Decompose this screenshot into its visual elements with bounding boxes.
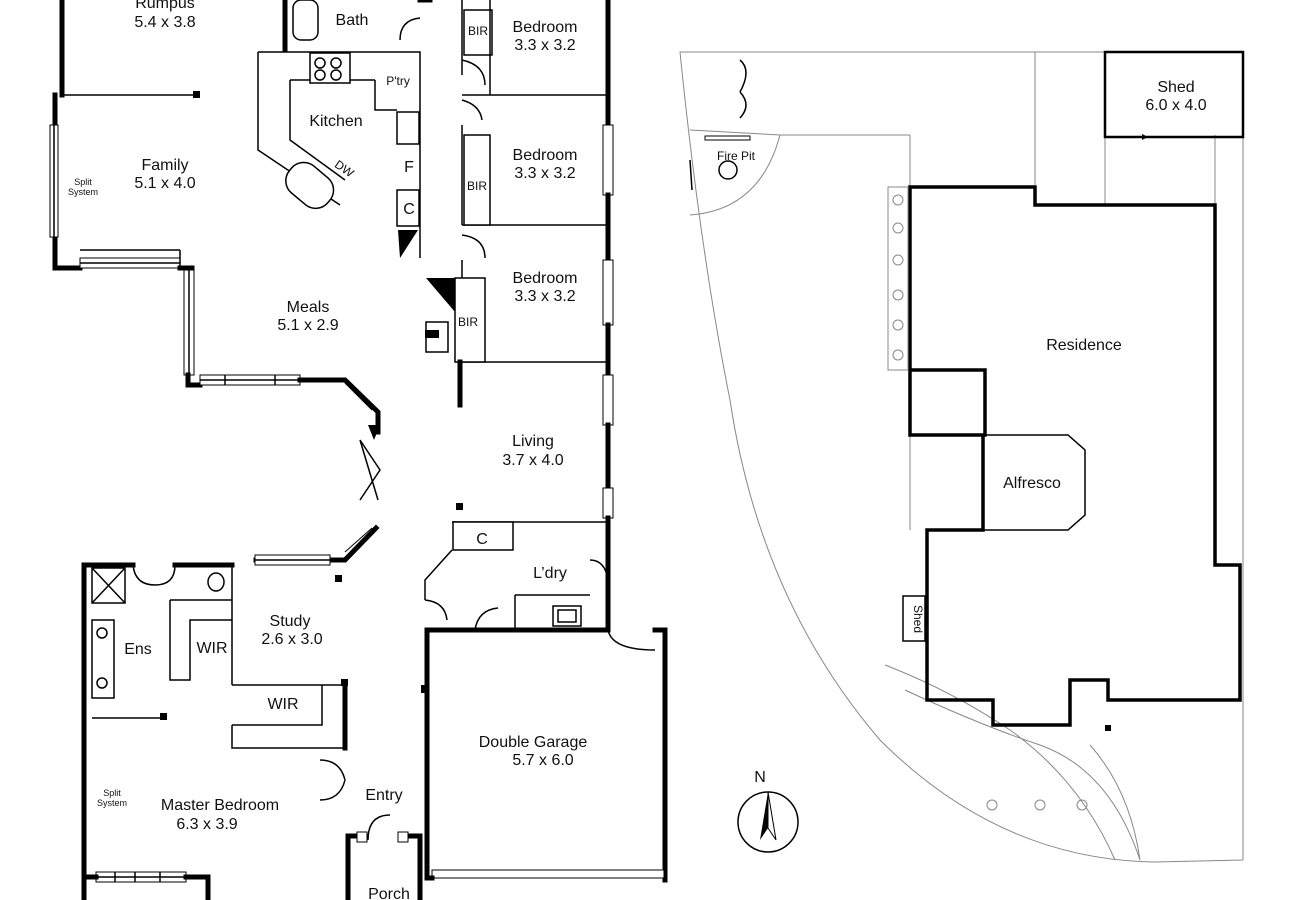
- shed-large-size: 6.0 x 4.0: [1145, 97, 1206, 114]
- bedroom-wing-walls: [425, 0, 614, 633]
- cupboard-1-label: C: [403, 201, 415, 218]
- living-size: 3.7 x 4.0: [502, 452, 563, 469]
- entry-label: Entry: [365, 787, 402, 804]
- meals-label: Meals: [287, 299, 330, 316]
- bedroom-3-label: Bedroom: [513, 270, 578, 287]
- shed-large-label: Shed: [1157, 79, 1194, 96]
- family-label: Family: [141, 157, 188, 174]
- living-laundry-walls: [424, 521, 609, 631]
- kitchen-label: Kitchen: [309, 113, 362, 130]
- master-suite-walls: [81, 562, 348, 900]
- rumpus-size: 5.4 x 3.8: [134, 14, 195, 31]
- residence-label: Residence: [1046, 337, 1122, 354]
- porch-label: Porch: [368, 886, 410, 900]
- meals-size: 5.1 x 2.9: [277, 317, 338, 334]
- garage-label: Double Garage: [479, 734, 588, 751]
- family-west-wall: [49, 0, 200, 271]
- floor-plan: Rumpus 5.4 x 3.8 Bath Bedroom 3.3 x 3.2 …: [49, 0, 668, 900]
- north-label: N: [754, 769, 766, 786]
- bedroom-1-size: 3.3 x 3.2: [514, 37, 575, 54]
- split-system-2-label-a: Split: [103, 788, 121, 798]
- entry-porch-walls: [345, 814, 423, 900]
- master-bedroom-label: Master Bedroom: [161, 797, 279, 814]
- bath-label: Bath: [336, 12, 369, 29]
- split-system-1-label-a: Split: [74, 177, 92, 187]
- fire-pit-label: Fire Pit: [717, 149, 756, 163]
- bedroom-1-label: Bedroom: [513, 19, 578, 36]
- split-system-1-label-b: System: [68, 187, 98, 197]
- study-size: 2.6 x 3.0: [261, 631, 322, 648]
- garage-size: 5.7 x 6.0: [512, 752, 573, 769]
- alfresco-label: Alfresco: [1003, 475, 1061, 492]
- bir-2-label: BIR: [467, 179, 487, 193]
- cupboard-2-label: C: [476, 531, 488, 548]
- dishwasher-label: DW: [332, 157, 357, 180]
- bir-3-label: BIR: [458, 315, 478, 329]
- bedroom-2-size: 3.3 x 3.2: [514, 165, 575, 182]
- wir-1-label: WIR: [196, 640, 227, 657]
- north-compass-icon: N: [737, 769, 799, 853]
- study-label: Study: [270, 613, 311, 630]
- master-bedroom-size: 6.3 x 3.9: [176, 816, 237, 833]
- meals-bay-walls: [79, 249, 381, 582]
- site-plan: Fire Pit Shed 6.0 x 4.0 Residence Alfres…: [679, 50, 1245, 863]
- ensuite-label: Ens: [124, 641, 152, 658]
- living-label: Living: [512, 433, 554, 450]
- laundry-label: L’dry: [533, 565, 567, 582]
- kitchen-bath-walls: [257, 0, 433, 258]
- shed-small-label: Shed: [911, 605, 925, 633]
- rumpus-label: Rumpus: [135, 0, 195, 12]
- garage-walls: [421, 627, 668, 883]
- bir-1-label: BIR: [468, 24, 488, 38]
- fridge-label: F: [404, 159, 414, 176]
- pantry-label: P'try: [386, 74, 410, 88]
- bedroom-2-label: Bedroom: [513, 147, 578, 164]
- split-system-2-label-b: System: [97, 798, 127, 808]
- bedroom-3-size: 3.3 x 3.2: [514, 288, 575, 305]
- wir-2-label: WIR: [267, 696, 298, 713]
- family-size: 5.1 x 4.0: [134, 175, 195, 192]
